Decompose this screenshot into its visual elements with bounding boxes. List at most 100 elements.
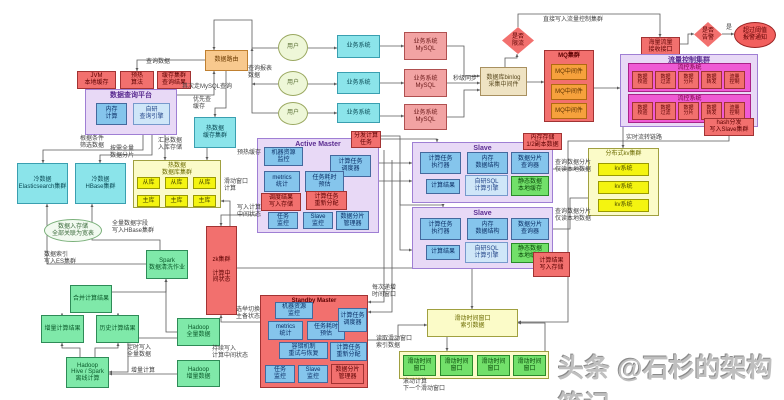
s2-task-executor: 计算任务 执行器: [420, 218, 461, 240]
hadoop-incr-data: Hadoop 增量数据: [177, 360, 220, 387]
edge-label: 滑动窗口 计算: [224, 179, 249, 192]
cache-query-result: 缓存集群 查询结果: [157, 71, 191, 89]
s1-shard-query: 数据分片 查询器: [511, 152, 549, 174]
edge-label: 查询数据分片 仅读本地数据: [555, 160, 592, 173]
s1-memory-structure: 内存 数据结构: [467, 152, 508, 174]
diagram-arrow: [518, 136, 730, 324]
s2-sql-engine: 自研SQL 计算引擎: [465, 242, 508, 263]
edge-label: 按需全量 数据分片: [110, 146, 135, 159]
time-window-1: 滑动时间 窗口: [403, 355, 436, 376]
edge-label: 预热缓存: [237, 150, 262, 156]
sm-task-scheduler: 计算任务 调度器: [338, 308, 367, 332]
diagram-arrow: [219, 214, 257, 226]
diagram-arrow: [135, 59, 205, 71]
mq-middleware-1: MQ中间件: [551, 64, 587, 80]
sm-task-reassign: 计算任务 重新分配: [330, 342, 367, 361]
diagram-arrow: [219, 315, 261, 323]
hash-dispatch: hash分发 写入Slave集群: [704, 118, 754, 136]
diagram-arrow: [368, 323, 427, 341]
s1-static-cache: 静态数据 本地缓存: [511, 176, 549, 196]
diagram-arrow: [94, 343, 120, 357]
edge-label: 滚动计算 下一个滑动窗口: [403, 379, 446, 392]
hadoop-offline-compute: Hadoop Hive / Spark 离线计算: [66, 357, 109, 388]
diagram-arrow: [399, 172, 412, 252]
edge-label: 选举切换 主备状态: [236, 307, 261, 320]
edge-label: 实时流转链路: [626, 135, 663, 141]
fc2-chip-1: 数据 校验: [632, 102, 653, 120]
diagram-arrow: [549, 197, 588, 231]
edge-label: 增量计算: [131, 368, 156, 374]
am-task-dispatch: 分发计算 任务: [351, 131, 381, 148]
edge-label: 汇总数据 入库存储: [158, 138, 183, 151]
am-task-monitor: 任务 监控: [268, 212, 298, 229]
edge-label: 数据索引 写入ES集群: [44, 252, 77, 265]
kv-system-1: kv系统: [598, 163, 649, 176]
db-master-1: 主库: [137, 195, 160, 207]
fc2-chip-2: 数据 过滤: [655, 102, 676, 120]
am-schedule-store: 调度结果 写入存储: [261, 193, 301, 211]
s1-task-executor: 计算任务 执行器: [420, 152, 461, 174]
diagram-arrow: [447, 88, 480, 118]
merge-compute-result: 合并计算结果: [70, 285, 112, 313]
edge-label: 每次递增 时间窗口: [372, 285, 397, 298]
s1-compute-result: 计算结果: [426, 179, 460, 194]
am-task-estimate: 任务耗时 预估: [305, 171, 344, 192]
biz-mysql-3: 业务系统 MySQL: [404, 104, 447, 130]
edge-label: 读取滑动窗口 索引数据: [376, 336, 413, 349]
diagram-arrow: [109, 337, 177, 374]
fc1-chip-3: 数据 分片: [678, 71, 699, 89]
sm-shard-manager: 数据分片 管理器: [331, 364, 364, 384]
edge-label: 定时写入 全量数据: [127, 345, 152, 358]
diagram-arrow: [213, 71, 227, 117]
diagram-arrow: [504, 54, 519, 67]
jvm-local-cache: JVM 本地缓存: [77, 71, 116, 89]
kv-system-2: kv系统: [598, 181, 649, 194]
fc1-chip-5: 流量 控制: [724, 71, 745, 89]
hadoop-full-data: Hadoop 全量数据: [177, 318, 220, 346]
fc2-chip-3: 数据 分片: [678, 102, 699, 120]
preheat-algo: 预热 算法: [120, 71, 154, 89]
diagram-arrow: [41, 135, 144, 163]
am-resource-monitor: 机器资源 监控: [264, 147, 303, 166]
incr-compute-result: 增量计算结果: [41, 315, 84, 343]
db-slave-1: 从库: [137, 177, 160, 189]
biz-mysql-2: 业务系统 MySQL: [404, 69, 447, 97]
diagram-arrow: [518, 321, 546, 351]
edge-label: 全量数据字段 写入HBase集群: [112, 221, 155, 234]
biz-system-1: 业务系统: [337, 35, 380, 58]
user-2: 用户: [278, 71, 308, 96]
time-window-2: 滑动时间 窗口: [440, 355, 473, 376]
diagram-arrow: [164, 279, 177, 333]
self-query-engine: 自研 查询引擎: [133, 103, 170, 125]
mq-middleware-2: MQ中间件: [551, 84, 587, 100]
cold-hbase-cluster: 冷数据 HBase集群: [75, 163, 126, 204]
edge-label: 优先查 缓存: [193, 97, 212, 110]
diagram-arrow: [98, 135, 153, 163]
edge-label: 根据条件 筛选数据: [80, 136, 105, 149]
fc1-chip-2: 数据 过滤: [655, 71, 676, 89]
sm-metrics: metrics 统计: [268, 321, 303, 340]
cold-es-cluster: 冷数据 Elasticsearch集群: [17, 163, 68, 204]
edge-label: 查询报表 数据: [248, 66, 273, 79]
biz-system-2: 业务系统: [337, 72, 380, 94]
kv-system-3: kv系统: [598, 199, 649, 212]
diagram-arrow: [368, 160, 393, 314]
am-slave-monitor: Slave 监控: [303, 212, 333, 229]
biz-system-3: 业务系统: [337, 103, 380, 123]
am-metrics: metrics 统计: [264, 171, 300, 192]
biz-mysql-1: 业务系统 MySQL: [404, 32, 447, 60]
edge-label: 查询数据分片 仅读本地数据: [555, 209, 592, 222]
mq-middleware-3: MQ中间件: [551, 103, 587, 119]
sm-slave-monitor: Slave 监控: [298, 365, 328, 383]
s2-memory-structure: 内存 数据结构: [467, 218, 508, 240]
db-slave-2: 从库: [165, 177, 188, 189]
diagram-arrow: [368, 150, 385, 304]
binlog-collector: 数据库binlog 采集中间件: [480, 67, 527, 96]
db-master-3: 主库: [193, 195, 216, 207]
diagram-arrow: [250, 48, 278, 114]
watermark-text: 头条 @石杉的架构笔记: [558, 353, 773, 400]
zk-cluster: zk集群 计算中 间状态: [206, 226, 237, 315]
fc1-chip-1: 数据 校验: [632, 71, 653, 89]
result-write-store: 计算结果 写入存储: [533, 252, 570, 277]
alarm-cloud: 超过阈值 报警通知: [734, 22, 776, 48]
